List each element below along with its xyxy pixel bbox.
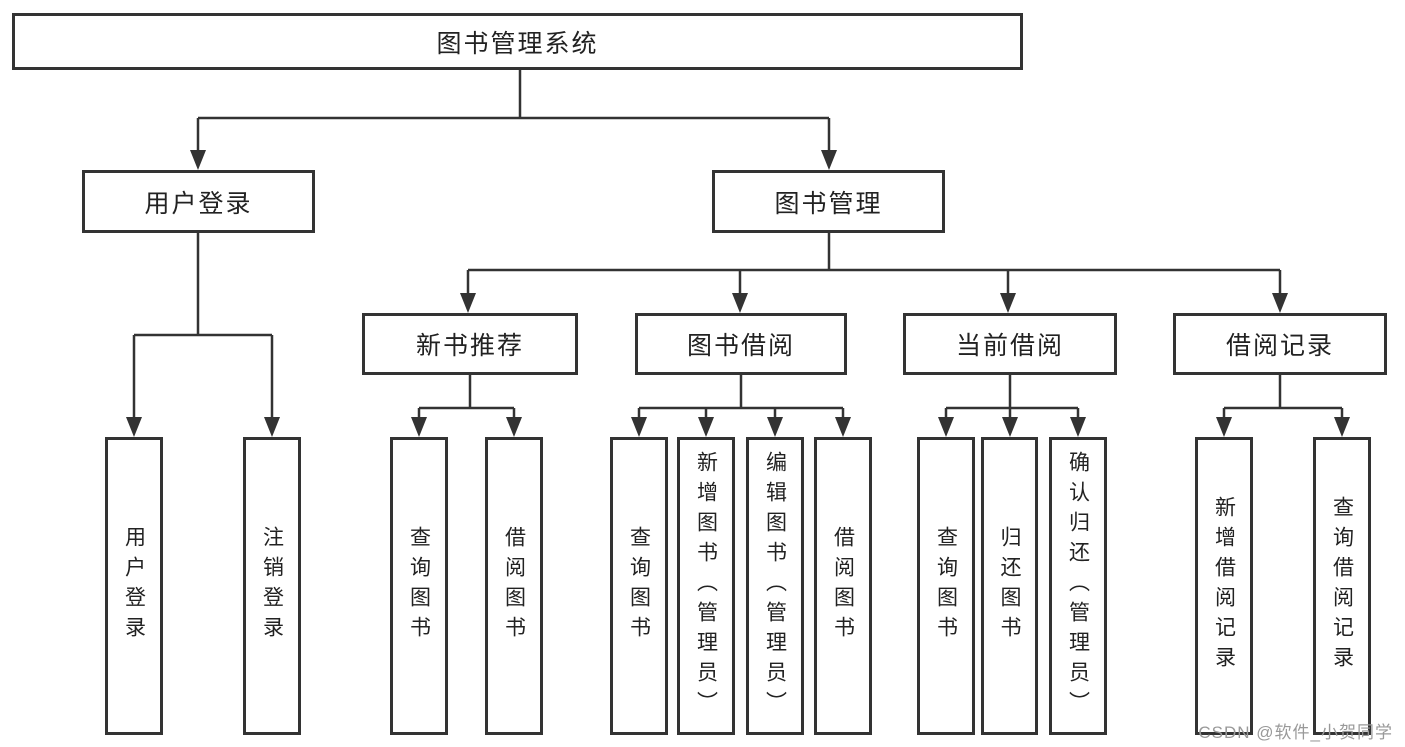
node-label: 图书管理 xyxy=(774,189,883,218)
node-label: 图书借阅 xyxy=(686,332,795,360)
leaf-add-borrow-record: 新增借阅记录 xyxy=(1195,437,1253,735)
node-label: 新增图书（管理员） xyxy=(694,451,718,721)
node-new-book-recommendation: 新书推荐 xyxy=(362,313,578,375)
leaf-user-login: 用户登录 xyxy=(105,437,163,735)
leaf-borrow-books: 借阅图书 xyxy=(814,437,872,735)
leaf-query-books-current: 查询图书 xyxy=(917,437,975,735)
leaf-confirm-return-admin: 确认归还（管理员） xyxy=(1049,437,1107,735)
arrowhead-icons xyxy=(126,150,1350,437)
leaf-edit-books-admin: 编辑图书（管理员） xyxy=(746,437,804,735)
node-label: 借阅图书 xyxy=(831,526,855,646)
node-borrowing-records: 借阅记录 xyxy=(1173,313,1387,375)
leaf-query-borrow-record: 查询借阅记录 xyxy=(1313,437,1371,735)
node-library-management-system: 图书管理系统 xyxy=(12,13,1023,70)
leaf-query-books-borrowing: 查询图书 xyxy=(610,437,668,735)
node-label: 新书推荐 xyxy=(415,332,524,360)
node-current-borrowing: 当前借阅 xyxy=(903,313,1117,375)
node-label: 确认归还（管理员） xyxy=(1066,451,1090,721)
node-label: 当前借阅 xyxy=(955,332,1064,360)
node-user-login: 用户登录 xyxy=(82,170,315,233)
node-book-borrowing: 图书借阅 xyxy=(635,313,847,375)
leaf-borrow-books-recommend: 借阅图书 xyxy=(485,437,543,735)
watermark-text: CSDN @软件_小贺同学 xyxy=(1198,723,1393,742)
node-label: 借阅记录 xyxy=(1225,332,1334,360)
node-label: 查询借阅记录 xyxy=(1330,496,1354,676)
leaf-return-books: 归还图书 xyxy=(981,437,1038,735)
node-label: 查询图书 xyxy=(407,526,431,646)
leaf-query-books-recommend: 查询图书 xyxy=(390,437,448,735)
node-label: 注销登录 xyxy=(260,526,284,646)
node-label: 借阅图书 xyxy=(502,526,526,646)
node-label: 查询图书 xyxy=(934,526,958,646)
node-label: 归还图书 xyxy=(998,526,1022,646)
node-label: 用户登录 xyxy=(144,189,253,218)
node-label: 编辑图书（管理员） xyxy=(763,451,787,721)
node-label: 用户登录 xyxy=(122,526,146,646)
node-label: 图书管理系统 xyxy=(436,29,599,58)
leaf-logout: 注销登录 xyxy=(243,437,301,735)
leaf-add-books-admin: 新增图书（管理员） xyxy=(677,437,735,735)
node-book-management: 图书管理 xyxy=(712,170,945,233)
node-label: 新增借阅记录 xyxy=(1212,496,1236,676)
node-label: 查询图书 xyxy=(627,526,651,646)
